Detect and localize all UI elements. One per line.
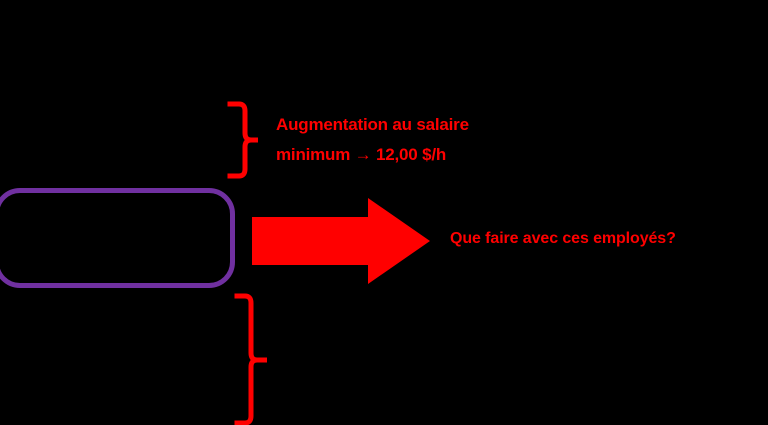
top-callout-line-1: Augmentation au salaire	[276, 115, 469, 134]
brace-bottom	[233, 292, 273, 425]
employee-group-box[interactable]	[0, 188, 235, 288]
top-callout-line-2: minimum → 12,00 $/h	[276, 145, 447, 164]
red-arrow[interactable]	[252, 194, 430, 288]
brace-top	[226, 100, 262, 180]
top-callout-text: Augmentation au salaire minimum → 12,00 …	[276, 110, 576, 170]
right-callout-text: Que faire avec ces employés?	[450, 230, 676, 247]
employee-group-box-label	[0, 193, 230, 283]
